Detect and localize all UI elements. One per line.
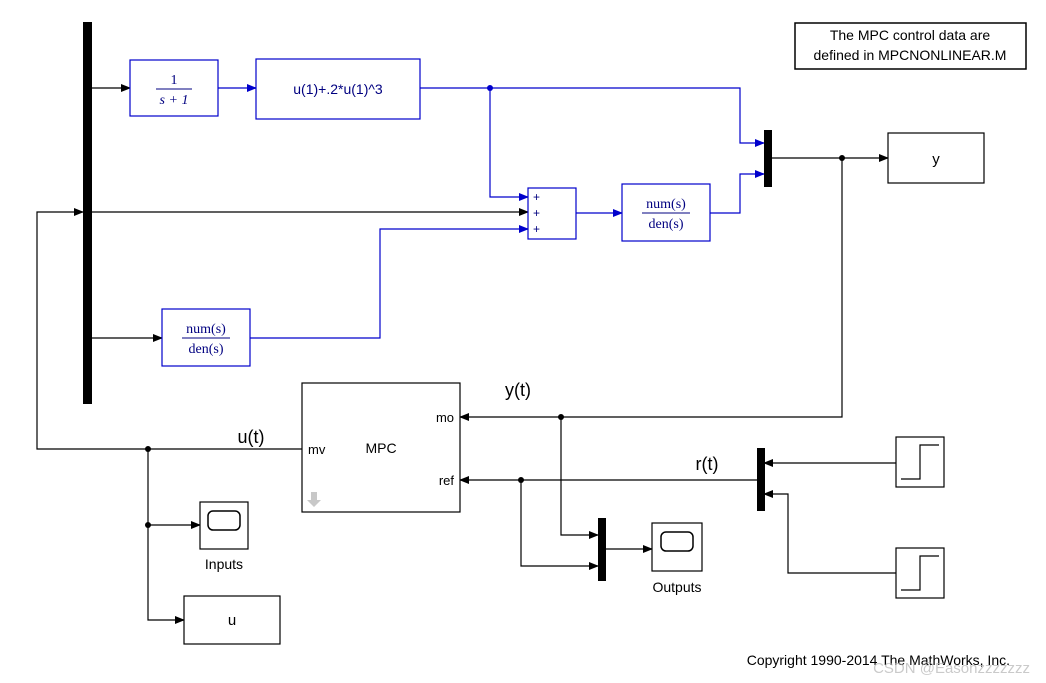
- watermark-text: CSDN @Easonzzzzzzz: [873, 660, 1030, 677]
- mo-to-outputs-mux-line: [560, 417, 599, 539]
- output-u-block[interactable]: u: [183, 595, 281, 645]
- y-feedback-line: [459, 158, 843, 421]
- fcn-expression: u(1)+.2*u(1)^3: [293, 81, 383, 97]
- tf-numerator: 1: [171, 73, 178, 88]
- signal-label-r: r(t): [696, 454, 719, 474]
- sum-sign-1: +: [533, 190, 540, 204]
- nonlinear-out-line: [420, 87, 765, 147]
- scope-screen-icon: [660, 531, 694, 552]
- ref-to-outputs-mux-line: [520, 480, 599, 570]
- output-mux-bar[interactable]: [764, 130, 772, 187]
- outputs-scope-label: Outputs: [652, 579, 701, 595]
- annotation-note: The MPC control data are defined in MPCN…: [794, 22, 1027, 70]
- output-u-label: u: [228, 612, 236, 629]
- nonlinear-to-sum-line: [489, 88, 529, 201]
- nonlinear-fcn-block[interactable]: u(1)+.2*u(1)^3: [255, 58, 421, 120]
- inputs-scope-block[interactable]: Inputs: [199, 501, 249, 572]
- tf-denominator: s + 1: [160, 93, 189, 108]
- signal-label-u: u(t): [238, 427, 265, 447]
- step-source-2-block[interactable]: [895, 547, 945, 599]
- mpc-port-ref: ref: [439, 473, 455, 488]
- sum-block[interactable]: + + +: [527, 187, 577, 240]
- mpc-title: MPC: [365, 440, 396, 456]
- plant-denominator: den(s): [649, 217, 684, 232]
- transfer-fcn-first-order-block[interactable]: 1 s + 1: [129, 59, 219, 117]
- mask-arrow-icon: [307, 492, 321, 507]
- outputs-scope-block[interactable]: Outputs: [651, 522, 703, 595]
- plant-numerator: num(s): [646, 197, 686, 212]
- reference-mux-bar[interactable]: [757, 448, 765, 511]
- step-icon: [901, 444, 939, 480]
- dist-numerator: num(s): [186, 322, 226, 337]
- sum-sign-2: +: [533, 206, 540, 220]
- dist-tf-to-sum-line: [250, 225, 529, 339]
- signal-label-y: y(t): [505, 380, 531, 400]
- mv-branch-line: [147, 449, 185, 624]
- plant-to-mux-line: [710, 170, 765, 214]
- mpc-controller-block[interactable]: MPC mv mo ref: [301, 382, 461, 513]
- mpc-port-mo: mo: [436, 410, 454, 425]
- scope-screen-icon: [207, 510, 241, 531]
- disturbance-transfer-fcn-block[interactable]: num(s) den(s): [161, 308, 251, 367]
- outputs-scope-mux-bar[interactable]: [598, 518, 606, 581]
- copyright-text: Copyright 1990-2014 The MathWorks, Inc.: [747, 652, 1010, 668]
- output-y-block[interactable]: y: [887, 132, 985, 184]
- mv-feedback-line: [36, 208, 302, 450]
- dist-denominator: den(s): [189, 342, 224, 357]
- step-source-1-block[interactable]: [895, 436, 945, 488]
- signal-lines: [36, 84, 896, 624]
- step2-to-rmux-line: [763, 490, 896, 574]
- plant-transfer-fcn-block[interactable]: num(s) den(s): [621, 183, 711, 242]
- mpc-port-mv: mv: [308, 442, 326, 457]
- sum-sign-3: +: [533, 222, 540, 236]
- branch-points: [145, 85, 845, 528]
- step-icon: [901, 555, 939, 591]
- note-line-2: defined in MPCNONLINEAR.M: [814, 47, 1007, 63]
- output-y-label: y: [932, 151, 940, 168]
- inputs-scope-label: Inputs: [205, 556, 243, 572]
- demux-bar[interactable]: [83, 22, 92, 404]
- note-line-1: The MPC control data are: [830, 27, 991, 43]
